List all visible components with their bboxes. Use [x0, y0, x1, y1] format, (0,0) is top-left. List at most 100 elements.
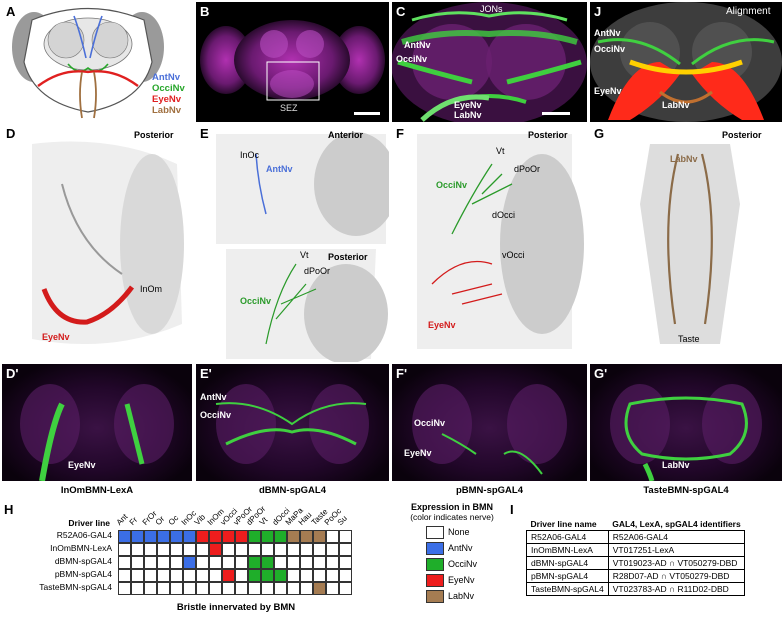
- grid-cell: [209, 582, 222, 595]
- panel-fp: F' OcciNv EyeNv: [392, 364, 587, 481]
- sez-label: SEZ: [280, 103, 298, 113]
- grid-cell: [274, 569, 287, 582]
- grid-cell: [300, 582, 313, 595]
- grid-cell: [222, 543, 235, 556]
- grid-cell: [131, 556, 144, 569]
- grid-cell: [287, 530, 300, 543]
- grid-cell: [144, 556, 157, 569]
- grid-cell: [300, 569, 313, 582]
- legend-subtitle: (color indicates nerve): [410, 512, 494, 522]
- alignment-image: [590, 2, 782, 122]
- antnv-label: AntNv: [404, 40, 431, 50]
- orientation-label: Posterior: [134, 130, 174, 140]
- panel-ep-label: E': [200, 366, 212, 381]
- panel-a-legend: AntNv OcciNv EyeNv LabNv: [152, 72, 185, 116]
- posterior-label: Posterior: [328, 252, 368, 262]
- vt-label: Vt: [300, 250, 309, 260]
- panel-i: I Driver line name GAL4, LexA, spGAL4 id…: [506, 500, 782, 618]
- grid-cell: [196, 582, 209, 595]
- proboscis-image: [640, 144, 740, 344]
- grid-cell: [313, 543, 326, 556]
- row-header: Driver line: [68, 518, 110, 528]
- legend-labnv: LabNv: [152, 105, 182, 116]
- legend-eyenv: EyeNv: [152, 94, 182, 105]
- spgal4-expression-image: [412, 384, 567, 475]
- panel-j-label: J: [594, 4, 602, 19]
- grid-cell: [170, 530, 183, 543]
- grid-cell: [170, 556, 183, 569]
- table-cell: InOmBMN-LexA: [526, 543, 609, 557]
- panel-i-label: I: [510, 502, 514, 517]
- legend-label: LabNv: [448, 591, 475, 601]
- grid-cell: [326, 556, 339, 569]
- row-label: InOmBMN-LexA: [50, 543, 112, 553]
- panel-ep: E' AntNv OcciNv: [196, 364, 389, 481]
- table-cell: VT019023-AD ∩ VT050279-DBD: [607, 556, 746, 570]
- grid-cell: [235, 543, 248, 556]
- grid-cell: [248, 569, 261, 582]
- taste-label: Taste: [678, 334, 700, 344]
- caption-gp: TasteBMN-spGAL4: [643, 485, 729, 496]
- grid-cell: [209, 569, 222, 582]
- legend-swatch: [426, 590, 444, 603]
- grid-cell: [339, 569, 352, 582]
- caption-ep: dBMN-spGAL4: [258, 485, 327, 496]
- panel-dp: D' EyeNv: [2, 364, 192, 481]
- grid-cell: [209, 556, 222, 569]
- column-label: Vt: [257, 515, 270, 527]
- grid-cell: [157, 543, 170, 556]
- grid-cell: [144, 530, 157, 543]
- panel-fp-label: F': [396, 366, 408, 381]
- column-label: Fr: [127, 515, 140, 527]
- grid-cell: [131, 582, 144, 595]
- grid-cell: [274, 543, 287, 556]
- labnv-label: LabNv: [670, 154, 698, 164]
- vocci-label: vOcci: [502, 250, 525, 260]
- grid-cell: [274, 556, 287, 569]
- grid-cell: [339, 530, 352, 543]
- sez-nerves-image: [392, 2, 587, 122]
- table-cell: R52A06-GAL4: [607, 530, 746, 544]
- grid-cell: [235, 582, 248, 595]
- grid-cell: [300, 543, 313, 556]
- eyenv-label: EyeNv: [42, 332, 70, 342]
- anterior-label: Anterior: [328, 130, 364, 140]
- grid-cell: [157, 530, 170, 543]
- grid-cell: [118, 530, 131, 543]
- labnv-label: LabNv: [662, 100, 690, 110]
- grid-cell: [222, 556, 235, 569]
- grid-cell: [118, 582, 131, 595]
- grid-cell: [183, 543, 196, 556]
- row-label: dBMN-spGAL4: [54, 556, 112, 566]
- brain-image: [200, 20, 385, 115]
- eyenv-label: EyeNv: [428, 320, 456, 330]
- panel-e-label: E: [200, 126, 209, 141]
- legend-swatch: [426, 526, 444, 539]
- legend-title: Expression in BMN: [410, 502, 493, 512]
- grid-cell: [326, 569, 339, 582]
- occinv-label: OcciNv: [200, 410, 232, 420]
- table-cell: R52A06-GAL4: [526, 530, 609, 544]
- column-label: Oc: [166, 513, 181, 527]
- table-cell: VT017251-LexA: [607, 543, 746, 557]
- grid-cell: [209, 530, 222, 543]
- grid-cell: [144, 543, 157, 556]
- anterior-posterior-image: [216, 132, 389, 362]
- head-schematic: [12, 7, 164, 119]
- spgal4-expression-image: [215, 384, 369, 464]
- inoc-label: InOc: [240, 150, 260, 160]
- grid-cell: [261, 556, 274, 569]
- posterior-nerves-image: [417, 134, 584, 349]
- panel-dp-label: D': [6, 366, 19, 381]
- grid-cell: [157, 582, 170, 595]
- grid-cell: [274, 582, 287, 595]
- expression-legend: Expression in BMN (color indicates nerve…: [402, 502, 502, 603]
- grid-cell: [118, 569, 131, 582]
- orientation-label: Posterior: [528, 130, 568, 140]
- grid-cell: [248, 543, 261, 556]
- grid-cell: [248, 556, 261, 569]
- legend-label: OcciNv: [448, 559, 477, 569]
